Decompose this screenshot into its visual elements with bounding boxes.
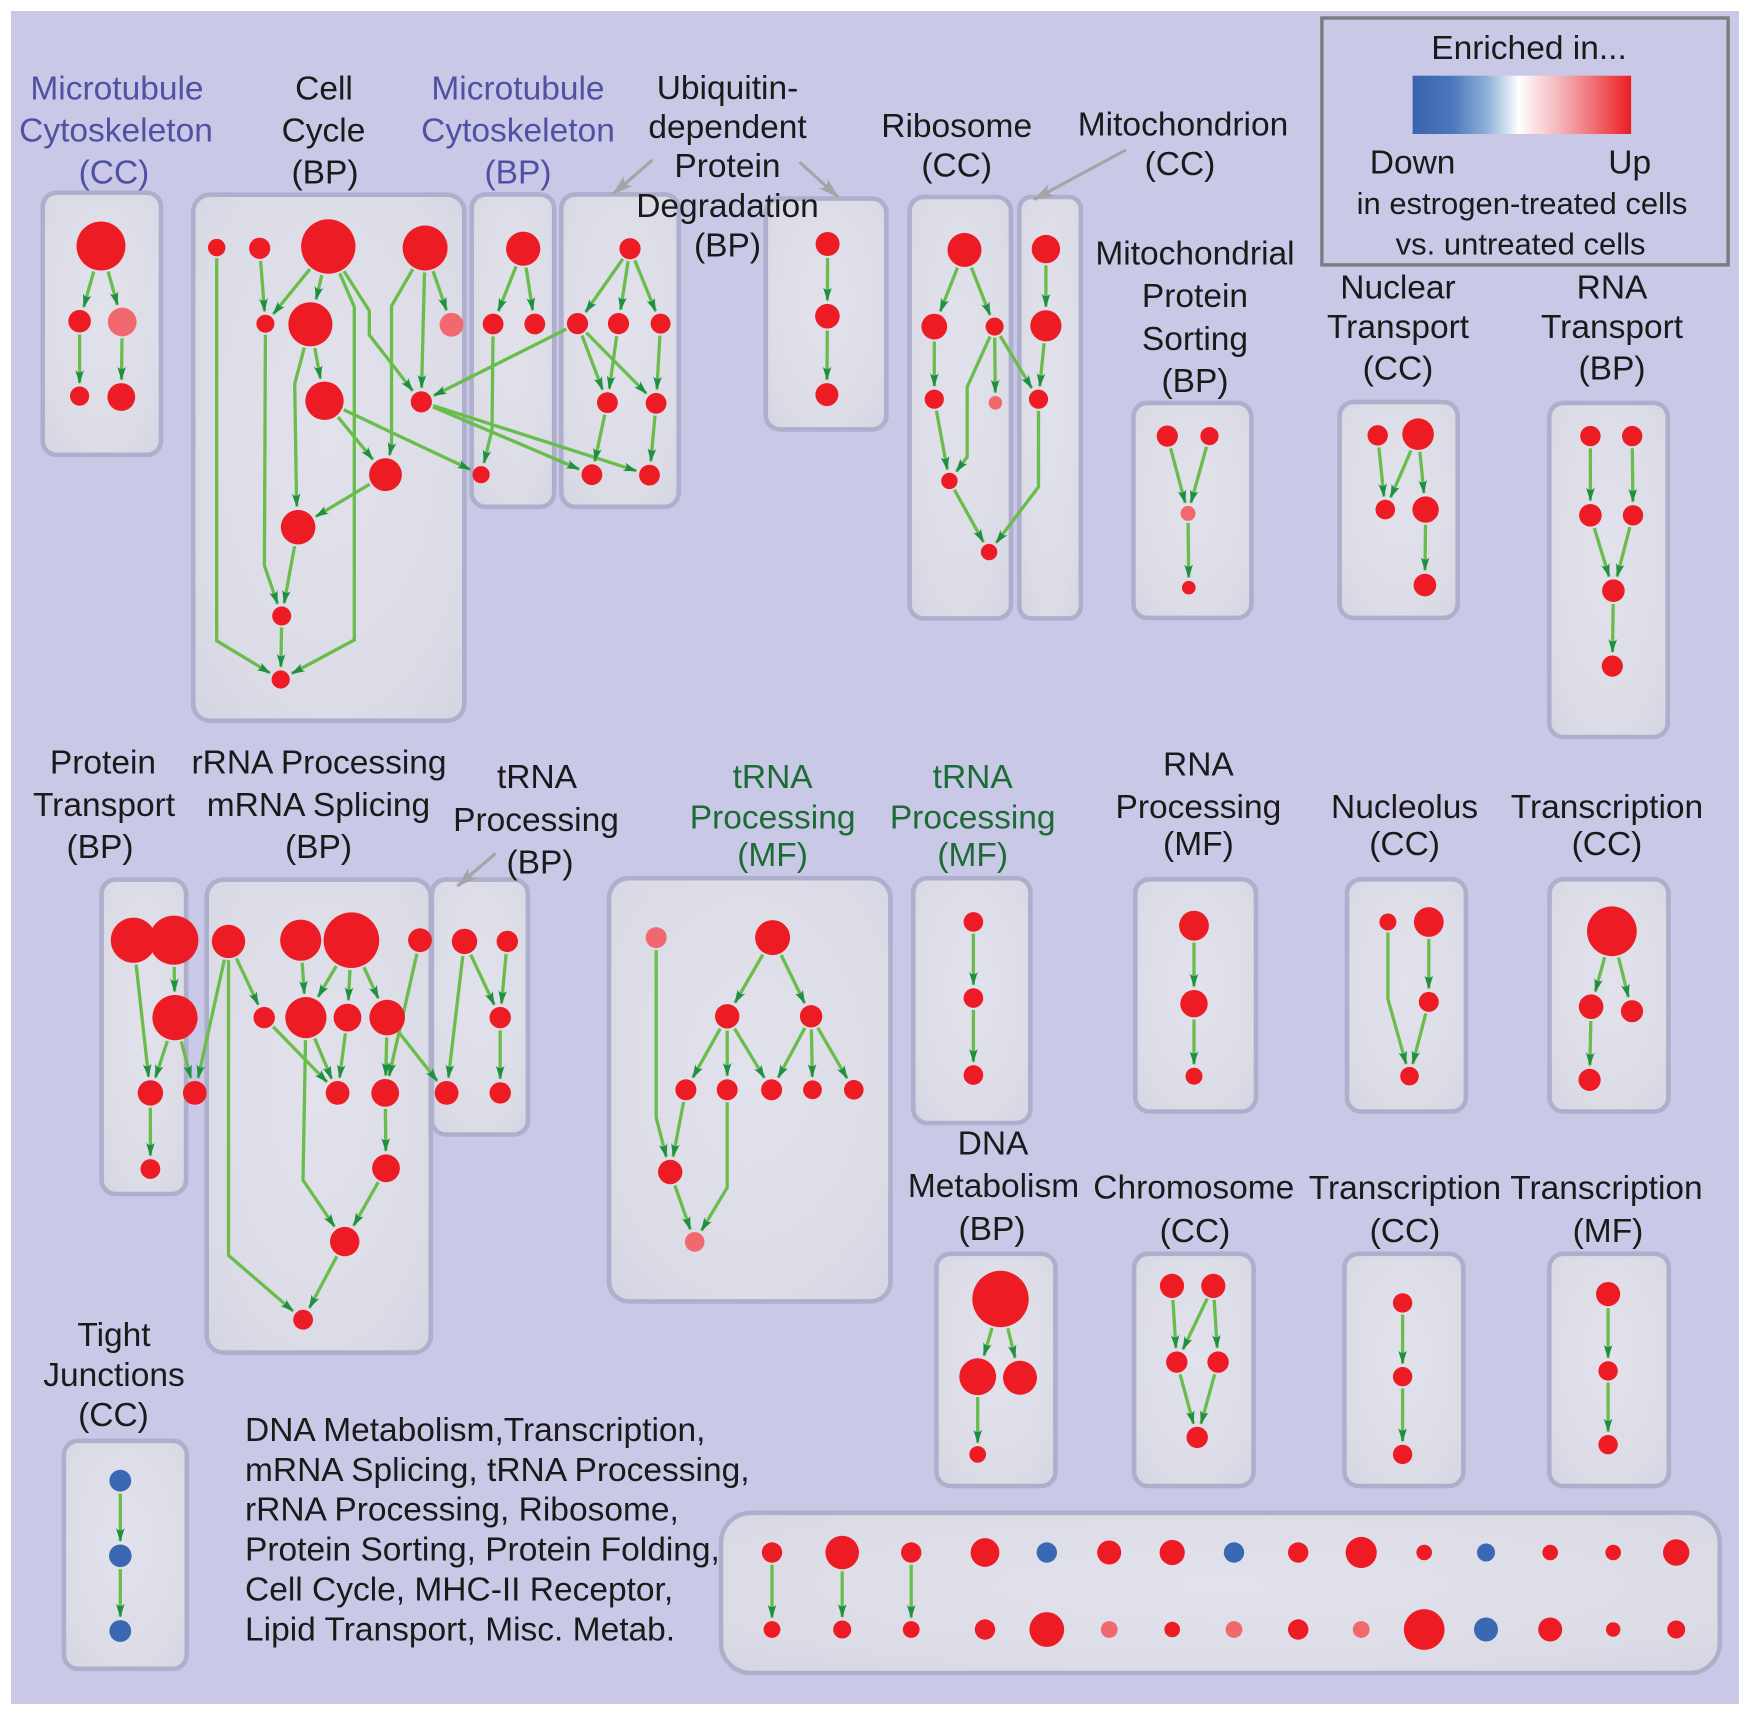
- svg-text:Protein: Protein: [1142, 278, 1248, 315]
- svg-text:mRNA Splicing: mRNA Splicing: [207, 787, 430, 824]
- svg-text:Chromosome: Chromosome: [1093, 1170, 1294, 1207]
- svg-text:Cytoskeleton: Cytoskeleton: [19, 113, 213, 150]
- svg-text:DNA Metabolism,Transcription,: DNA Metabolism,Transcription,: [245, 1412, 705, 1449]
- svg-text:Nucleolus: Nucleolus: [1331, 789, 1478, 826]
- svg-text:(CC): (CC): [1572, 826, 1643, 863]
- svg-text:Sorting: Sorting: [1142, 321, 1248, 358]
- svg-text:Processing: Processing: [890, 800, 1056, 837]
- svg-text:Processing: Processing: [453, 802, 619, 839]
- svg-text:(BP): (BP): [959, 1211, 1026, 1248]
- svg-text:Ribosome: Ribosome: [881, 108, 1032, 145]
- svg-text:Down: Down: [1370, 144, 1456, 181]
- svg-text:(CC): (CC): [1145, 146, 1216, 183]
- svg-text:Nuclear: Nuclear: [1340, 270, 1455, 307]
- svg-text:(BP): (BP): [292, 155, 359, 192]
- svg-text:(BP): (BP): [285, 829, 352, 866]
- svg-text:RNA: RNA: [1577, 270, 1648, 307]
- svg-text:Cycle: Cycle: [282, 113, 366, 150]
- svg-text:(BP): (BP): [1579, 351, 1646, 388]
- svg-text:(CC): (CC): [1160, 1213, 1231, 1250]
- svg-text:rRNA Processing, Ribosome,: rRNA Processing, Ribosome,: [245, 1492, 679, 1529]
- svg-text:Microtubule: Microtubule: [431, 70, 604, 107]
- svg-text:tRNA: tRNA: [497, 759, 578, 796]
- svg-text:Mitochondrial: Mitochondrial: [1095, 236, 1294, 273]
- svg-text:Protein Sorting, Protein Foldi: Protein Sorting, Protein Folding,: [245, 1532, 720, 1569]
- svg-text:Tight: Tight: [77, 1317, 151, 1354]
- svg-text:Cytoskeleton: Cytoskeleton: [421, 113, 615, 150]
- svg-text:(BP): (BP): [694, 228, 761, 265]
- svg-text:in estrogen-treated cells: in estrogen-treated cells: [1357, 186, 1688, 221]
- svg-text:(MF): (MF): [937, 837, 1008, 874]
- svg-text:(CC): (CC): [79, 155, 150, 192]
- svg-text:Transcription: Transcription: [1309, 1170, 1501, 1207]
- svg-text:tRNA: tRNA: [733, 759, 814, 796]
- svg-text:(BP): (BP): [485, 155, 552, 192]
- svg-text:(CC): (CC): [1363, 351, 1434, 388]
- svg-text:Junctions: Junctions: [43, 1357, 185, 1394]
- svg-text:Protein: Protein: [674, 148, 780, 185]
- svg-text:Microtubule: Microtubule: [30, 70, 203, 107]
- svg-text:(MF): (MF): [737, 837, 808, 874]
- svg-text:RNA: RNA: [1163, 746, 1234, 783]
- svg-text:Processing: Processing: [690, 800, 856, 837]
- svg-text:Transport: Transport: [1327, 309, 1470, 346]
- svg-text:(BP): (BP): [1162, 363, 1229, 400]
- svg-text:(CC): (CC): [1369, 826, 1440, 863]
- svg-text:Transport: Transport: [33, 787, 176, 824]
- svg-text:Processing: Processing: [1116, 789, 1282, 826]
- svg-text:(CC): (CC): [78, 1397, 149, 1434]
- svg-text:Up: Up: [1608, 144, 1651, 181]
- svg-text:Cell: Cell: [295, 70, 353, 107]
- svg-text:tRNA: tRNA: [933, 759, 1014, 796]
- svg-text:(BP): (BP): [67, 829, 134, 866]
- svg-text:DNA: DNA: [958, 1126, 1029, 1163]
- svg-text:Transcription: Transcription: [1510, 1170, 1702, 1207]
- svg-text:dependent: dependent: [648, 109, 807, 146]
- svg-text:(CC): (CC): [1370, 1213, 1441, 1250]
- svg-text:rRNA Processing: rRNA Processing: [191, 745, 446, 782]
- svg-text:(MF): (MF): [1573, 1213, 1644, 1250]
- svg-text:Enriched in...: Enriched in...: [1431, 30, 1627, 67]
- svg-text:Protein: Protein: [50, 745, 156, 782]
- svg-text:Degradation: Degradation: [636, 188, 819, 225]
- svg-text:(BP): (BP): [507, 845, 574, 882]
- svg-text:mRNA Splicing, tRNA Processing: mRNA Splicing, tRNA Processing,: [245, 1452, 750, 1489]
- svg-text:Mitochondrion: Mitochondrion: [1078, 107, 1288, 144]
- svg-text:Transcription: Transcription: [1511, 789, 1703, 826]
- svg-text:Metabolism: Metabolism: [908, 1168, 1079, 1205]
- svg-text:Ubiquitin-: Ubiquitin-: [657, 70, 799, 107]
- svg-text:Lipid Transport, Misc. Metab.: Lipid Transport, Misc. Metab.: [245, 1612, 675, 1649]
- svg-text:Cell Cycle, MHC-II Receptor,: Cell Cycle, MHC-II Receptor,: [245, 1572, 673, 1609]
- svg-text:Transport: Transport: [1541, 309, 1684, 346]
- svg-text:vs. untreated cells: vs. untreated cells: [1396, 227, 1646, 262]
- svg-text:(MF): (MF): [1163, 826, 1234, 863]
- svg-text:(CC): (CC): [921, 147, 992, 184]
